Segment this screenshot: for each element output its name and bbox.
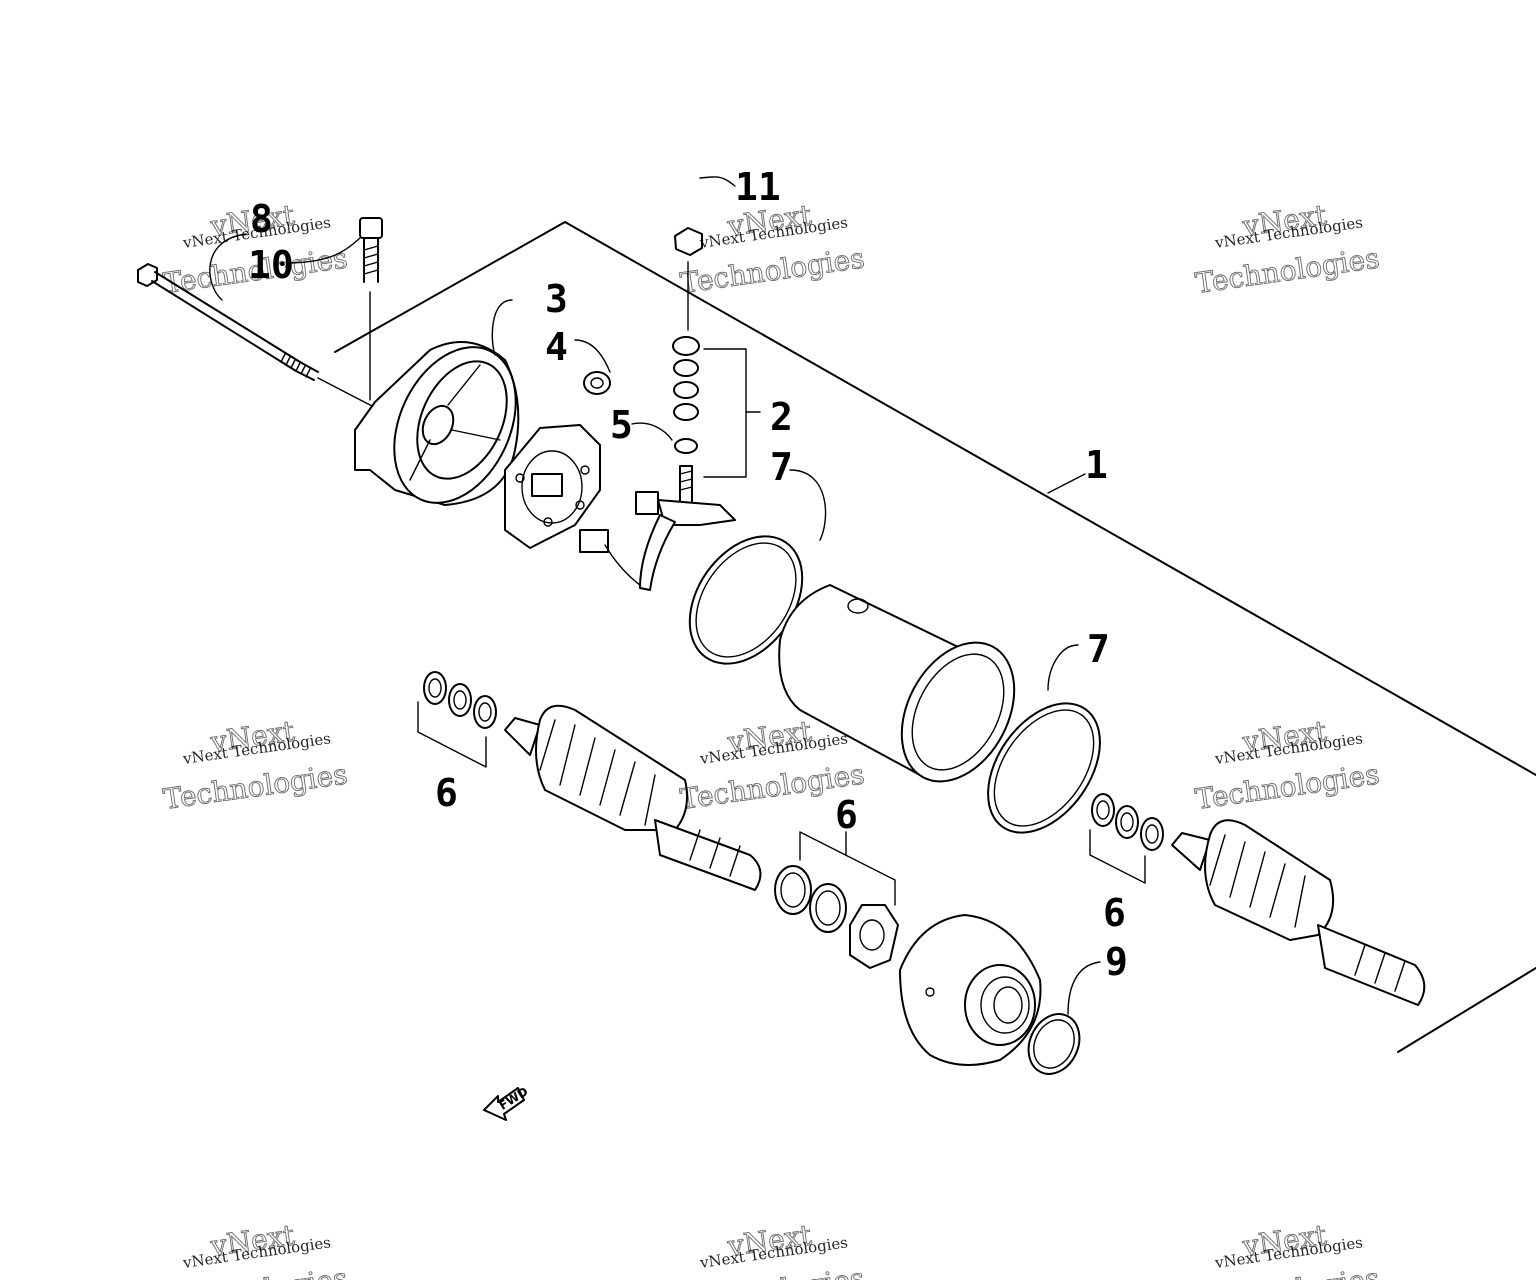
callout-7-upper: 7 bbox=[770, 445, 793, 489]
callout-6-left: 6 bbox=[435, 771, 458, 815]
callout-10: 10 bbox=[248, 243, 294, 287]
watermark: vNext vNext Technologies Technologies bbox=[1193, 198, 1382, 301]
washers-6-right bbox=[1089, 793, 1164, 884]
callout-1: 1 bbox=[1085, 443, 1108, 487]
callout-2: 2 bbox=[770, 395, 793, 439]
callout-6-right: 6 bbox=[1103, 891, 1126, 935]
callout-7-lower: 7 bbox=[1087, 627, 1110, 671]
yoke-housing bbox=[778, 584, 1016, 783]
watermark: vNext vNext Technologies Technologies bbox=[1193, 1218, 1382, 1280]
callout-5: 5 bbox=[610, 403, 633, 447]
end-cap-3 bbox=[354, 299, 520, 506]
fwd-arrow: FWD bbox=[483, 1084, 531, 1121]
o-ring-9 bbox=[1027, 961, 1101, 1075]
assembly-bracket-1 bbox=[334, 221, 1536, 1053]
watermark: vNext vNext Technologies Technologies bbox=[161, 1218, 350, 1280]
brush-holder bbox=[579, 491, 736, 591]
callout-3: 3 bbox=[545, 277, 568, 321]
o-ring-7-lower bbox=[987, 644, 1101, 834]
callout-8: 8 bbox=[250, 197, 273, 241]
washers-6-left bbox=[417, 671, 497, 768]
watermark: vNext vNext Technologies Technologies bbox=[678, 1218, 867, 1280]
watermark: vNext vNext Technologies Technologies bbox=[161, 714, 350, 817]
front-cover bbox=[899, 914, 1042, 1066]
brush-plate bbox=[504, 424, 601, 549]
bolt-10 bbox=[289, 217, 383, 401]
callouts: 1 2 3 4 5 6 6 6 7 7 8 9 10 11 bbox=[248, 165, 1128, 984]
watermark: vNext vNext Technologies Technologies bbox=[678, 198, 867, 301]
watermarks: vNext vNext Technologies Technologies vN… bbox=[161, 198, 1382, 1280]
armature-left bbox=[504, 704, 762, 891]
callout-9: 9 bbox=[1105, 940, 1128, 984]
washers-6-middle bbox=[774, 831, 899, 969]
through-bolt-8 bbox=[137, 233, 373, 407]
armature-right bbox=[1171, 819, 1426, 1006]
o-ring-7-upper bbox=[688, 469, 827, 665]
callout-4: 4 bbox=[545, 325, 568, 369]
terminal-kit bbox=[631, 176, 761, 505]
callout-6-middle: 6 bbox=[835, 793, 858, 837]
watermark: vNext vNext Technologies Technologies bbox=[1193, 714, 1382, 817]
bearing-4 bbox=[574, 339, 611, 395]
callout-11: 11 bbox=[735, 165, 781, 209]
